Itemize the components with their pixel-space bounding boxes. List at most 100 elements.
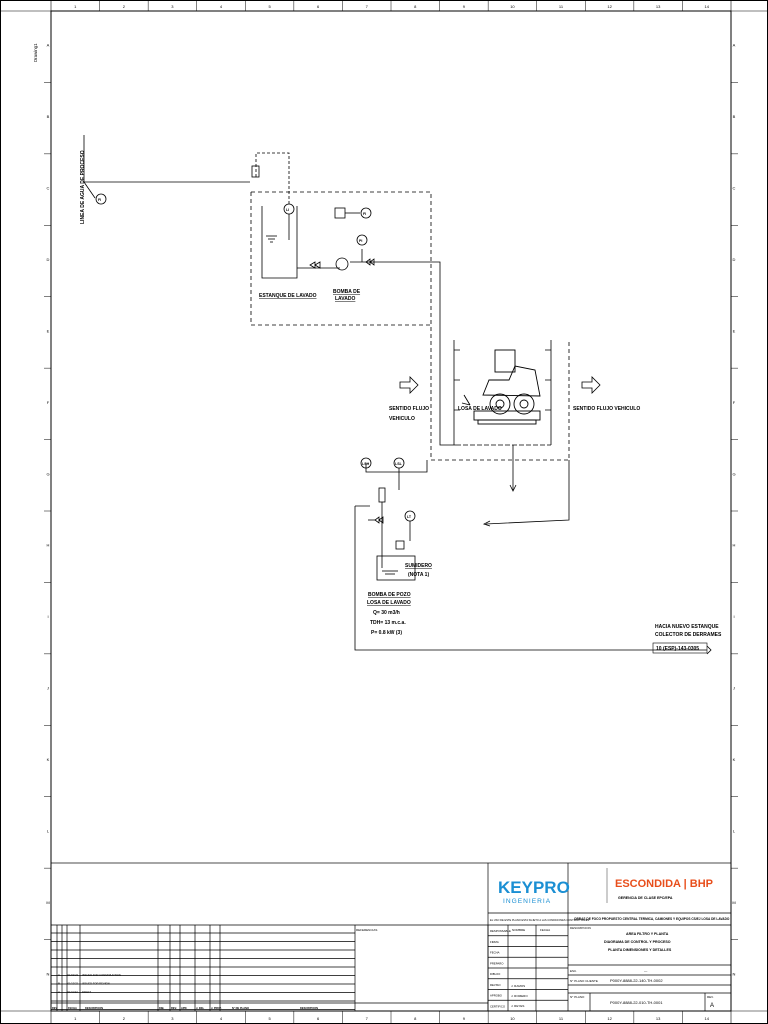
col-number-bottom: 11 bbox=[559, 1016, 564, 1021]
sump-pump-spec-3: P= 0.8 kW (3) bbox=[371, 630, 402, 636]
row-letter-right: L bbox=[733, 828, 736, 833]
client-no: P000Y-8888-22-140-TH-0002 bbox=[610, 978, 663, 983]
inlet-instr-tag: FI bbox=[98, 198, 101, 202]
col-number-bottom: 9 bbox=[463, 1016, 466, 1021]
row-letter-right: C bbox=[733, 186, 736, 191]
sump-instr-tag-2: LSL bbox=[395, 462, 403, 466]
control-dashed-loop bbox=[255, 152, 290, 204]
col-number-bottom: 2 bbox=[123, 1016, 126, 1021]
col-number-top: 6 bbox=[317, 4, 320, 9]
drawing-sub2: PLANTA DIMENSIONES Y DETALLES bbox=[608, 948, 672, 952]
sump-instr-tag-1: LSH bbox=[362, 462, 370, 466]
sump-label-1: SUMIDERO bbox=[405, 563, 432, 569]
sump-pump-label-2: LOSA DE LAVADO bbox=[367, 600, 411, 606]
flow-instr-tag: FI bbox=[363, 212, 366, 216]
ref-header: REFERENCIAS bbox=[356, 928, 377, 932]
approver-2: J. ROMERO bbox=[511, 994, 528, 998]
rev-letter: C bbox=[58, 973, 61, 977]
sump-instrument-bubble-1 bbox=[360, 457, 372, 469]
keypro-logo-sub: INGENIERIA bbox=[503, 898, 551, 905]
pump-label-2: LAVADO bbox=[335, 296, 355, 302]
tank-label: ESTANQUE DE LAVADO bbox=[259, 293, 317, 299]
sump-pit bbox=[376, 555, 416, 581]
project-title: GERENCIA DE CLASE EPC/EPA bbox=[618, 896, 673, 900]
rev-date: 01/11/22 bbox=[68, 990, 79, 994]
rev-header-cell: DESCRIPCION bbox=[85, 1006, 103, 1010]
rev-letter: A bbox=[58, 990, 60, 994]
sump-label-2: (NOTA 1) bbox=[408, 572, 429, 578]
rev-date: 01/02/23 bbox=[68, 973, 79, 977]
row-letter-right: D bbox=[733, 257, 736, 262]
sump-instr-tag-3: LT bbox=[407, 515, 412, 519]
col-resp: NOMBRE bbox=[512, 928, 525, 932]
row-letter-right: M bbox=[732, 900, 735, 905]
rev-label: REV. bbox=[707, 995, 714, 999]
col-number-top: 1 bbox=[74, 4, 77, 9]
col-number-bottom: 8 bbox=[414, 1016, 417, 1021]
traffic-out-arrow bbox=[581, 376, 601, 394]
rev-header-cell: J. PROY. bbox=[211, 1006, 222, 1010]
titleblock-row-label: FIRMA bbox=[490, 940, 499, 944]
col-number-bottom: 4 bbox=[220, 1016, 223, 1021]
spray-nozzles bbox=[454, 349, 551, 411]
client-logo: ESCONDIDA | BHP bbox=[615, 878, 713, 890]
rev-header-cell: APR. bbox=[181, 1006, 187, 1010]
row-letter-left: J bbox=[47, 686, 49, 691]
col-number-bottom: 12 bbox=[607, 1016, 612, 1021]
rev-header-cell: N° DE PLANO bbox=[232, 1006, 249, 1010]
rev-header-cell: DIB. bbox=[159, 1006, 164, 1010]
keypro-logo-text: KEYPRO bbox=[498, 878, 570, 897]
row-letter-right: E bbox=[733, 328, 736, 333]
drawing-sub1: DIAGRAMA DE CONTROL Y PROCESO bbox=[604, 940, 671, 944]
pressure-instrument-bubble bbox=[356, 234, 368, 246]
rev-value: A bbox=[710, 1003, 714, 1009]
titleblock-row-label: PREPARO bbox=[490, 961, 504, 965]
titleblock-row-label: FECHA bbox=[490, 951, 500, 955]
rev-header-cell: DESCRIPCION bbox=[300, 1006, 318, 1010]
doc-no-label: N° PLANO bbox=[570, 995, 585, 999]
row-letter-left: B bbox=[47, 114, 50, 119]
row-letter-right: K bbox=[733, 757, 736, 762]
col-number-bottom: 14 bbox=[704, 1016, 709, 1021]
col-number-top: 8 bbox=[414, 4, 417, 9]
titleblock-row-label: RESPONSABLE bbox=[490, 929, 511, 933]
rev-letter: B bbox=[58, 982, 60, 986]
approver-1: J. RAMOS bbox=[511, 984, 525, 988]
inlet-line-label: LINEA DE AGUA DE PROCESO bbox=[80, 150, 86, 224]
level-instr-tag: LI bbox=[286, 208, 289, 212]
doc-no: P000Y-8888-22-010-TH-0001 bbox=[610, 1000, 663, 1005]
pump-discharge-pipe bbox=[297, 261, 456, 446]
rev-header-cell: J. ING. bbox=[196, 1006, 204, 1010]
row-letter-left: G bbox=[46, 471, 49, 476]
col-number-bottom: 7 bbox=[366, 1016, 369, 1021]
row-letter-right: H bbox=[733, 543, 736, 548]
rev-header-cell: REV bbox=[52, 1006, 58, 1010]
col-number-top: 5 bbox=[268, 4, 271, 9]
side-label: Drawing1 bbox=[33, 43, 38, 62]
col-number-top: 2 bbox=[123, 4, 126, 9]
dest-ref-box bbox=[652, 642, 708, 654]
col-number-top: 10 bbox=[510, 4, 515, 9]
wash-area-label: LOSA DE LAVADO bbox=[458, 406, 502, 412]
col-number-top: 11 bbox=[559, 4, 564, 9]
col-number-top: 9 bbox=[463, 4, 466, 9]
rev-header-cell: REV. bbox=[171, 1006, 177, 1010]
pid-diagram bbox=[83, 135, 712, 655]
col-fecha: FECHA bbox=[540, 928, 550, 932]
titleblock-row-label: CERTIFICO bbox=[490, 1004, 506, 1008]
row-letter-left: D bbox=[47, 257, 50, 262]
col-number-bottom: 3 bbox=[171, 1016, 174, 1021]
col-number-top: 7 bbox=[366, 4, 369, 9]
scale-value: --- bbox=[644, 969, 647, 973]
row-letter-left: I bbox=[47, 614, 48, 619]
rev-description: ISSUED FOR CONSTRUCTION bbox=[82, 973, 121, 977]
truck-icon bbox=[461, 349, 541, 425]
row-letter-left: M bbox=[46, 900, 49, 905]
row-letter-left: K bbox=[47, 757, 50, 762]
row-letter-left: N bbox=[47, 971, 50, 976]
traffic-in-arrow bbox=[399, 376, 419, 394]
col-number-top: 14 bbox=[704, 4, 709, 9]
row-letter-left: H bbox=[47, 543, 50, 548]
grid-ticks bbox=[44, 0, 738, 1024]
row-letter-right: N bbox=[733, 971, 736, 976]
